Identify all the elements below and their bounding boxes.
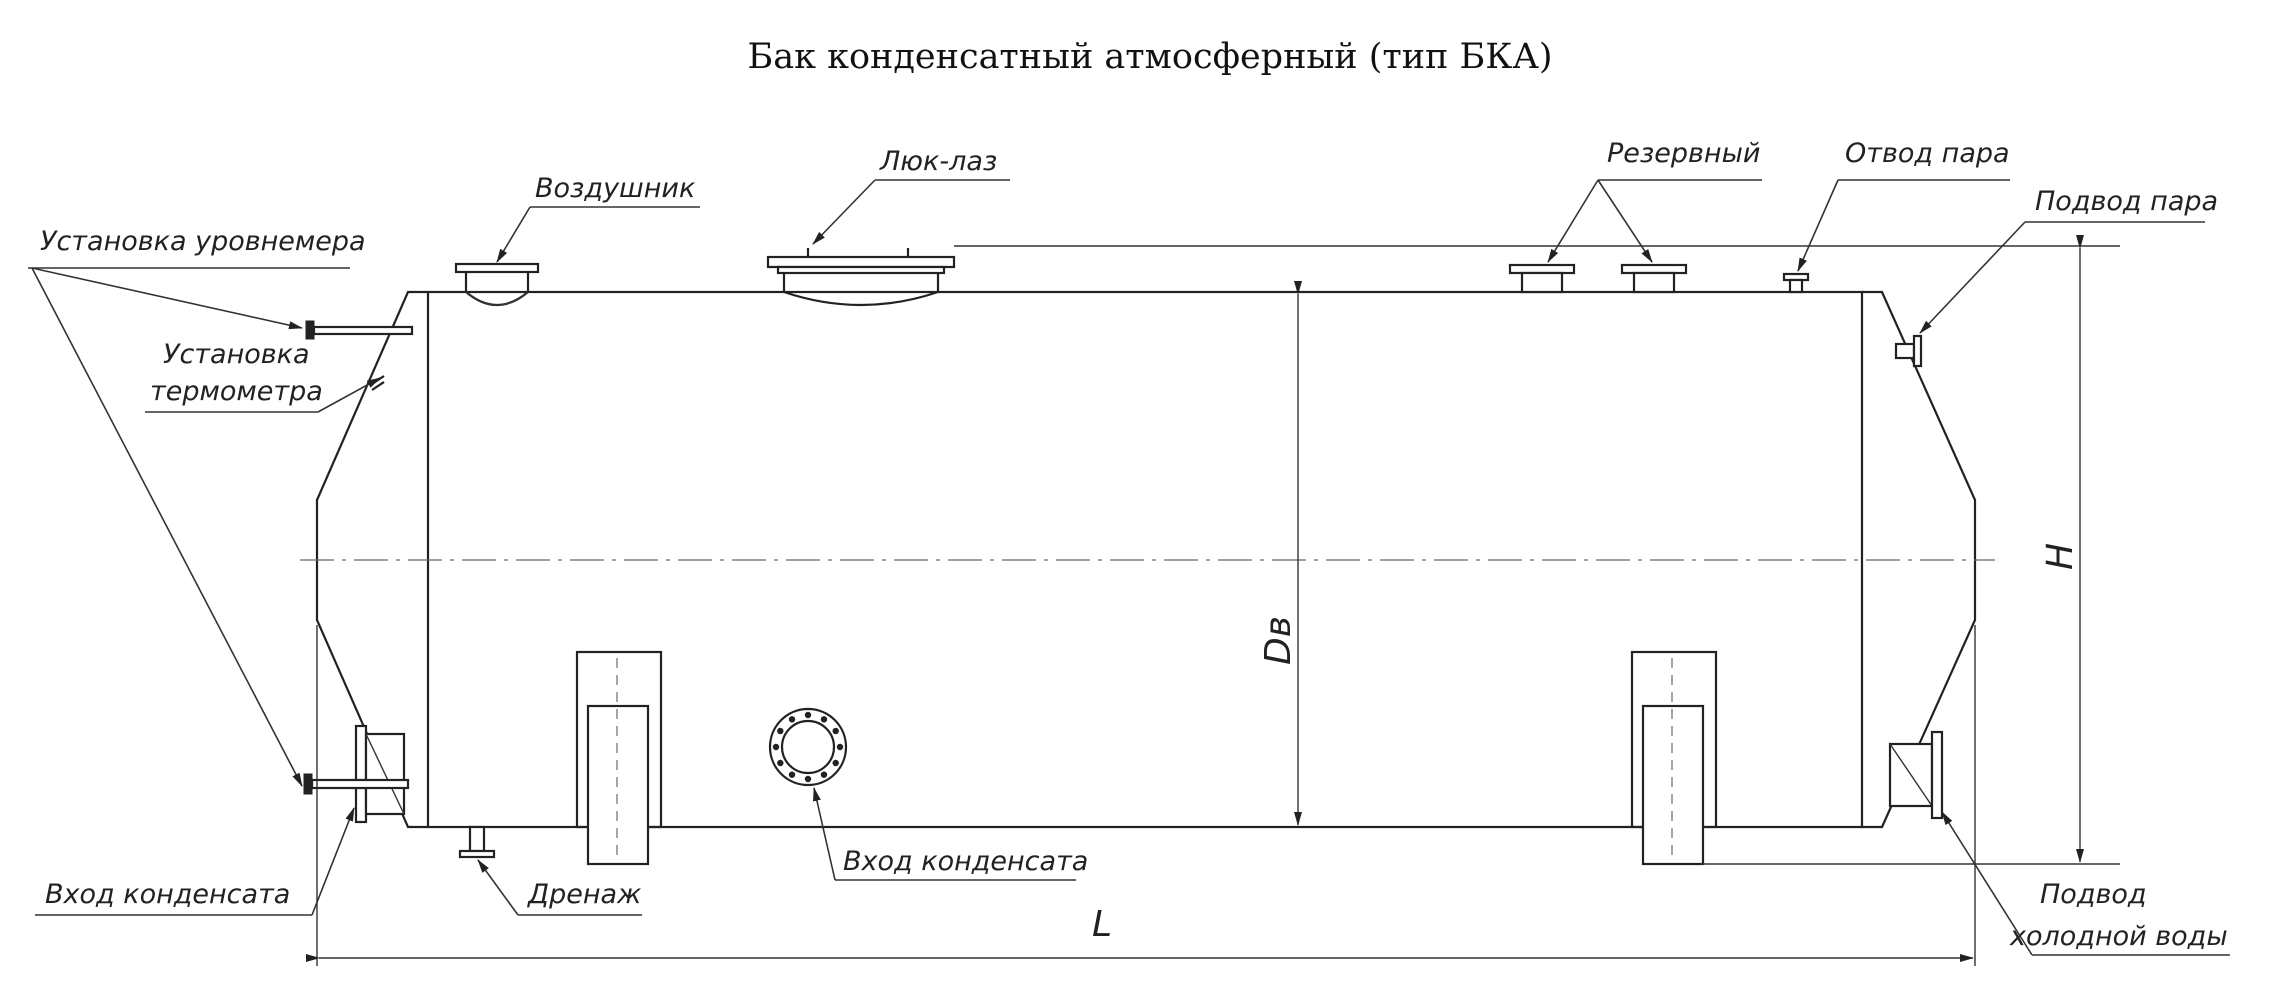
reserve-nozzle-1 <box>1508 263 1576 294</box>
tank-body <box>300 290 1995 829</box>
drain-nozzle <box>458 825 496 859</box>
callout-cold-water: Подвод холодной воды <box>1941 811 2230 956</box>
reserve-label: Резервный <box>1607 138 1760 169</box>
steam-outlet-label: Отвод пара <box>1845 138 2010 169</box>
flange-bolt <box>820 716 828 723</box>
callout-reserve: Резервный <box>1547 138 1762 263</box>
callout-manhole: Люк-лаз <box>812 146 1010 245</box>
condensate-left-label: Вход конденсата <box>45 879 290 910</box>
length-label: L <box>1092 904 1112 945</box>
flange-bolt <box>777 759 784 767</box>
callout-steam-inlet: Подвод пара <box>1919 186 2218 334</box>
manhole-nozzle <box>766 248 956 307</box>
flange-bolt <box>772 743 780 751</box>
drain-label: Дренаж <box>527 879 642 910</box>
flange-bolt <box>804 711 812 719</box>
diameter-label: Dв <box>1258 616 1299 665</box>
air-vent-nozzle <box>454 262 540 306</box>
support-left <box>575 650 663 866</box>
side-flange <box>768 707 848 787</box>
steam-outlet-nozzle <box>1782 272 1810 294</box>
height-label: H <box>2040 543 2081 570</box>
steam-inlet-nozzle <box>1894 334 1923 368</box>
callout-condensate-left: Вход конденсата <box>35 807 355 916</box>
level-gauge-label: Установка уровнемера <box>40 226 366 257</box>
callout-drain: Дренаж <box>477 859 642 916</box>
reserve-nozzle-2 <box>1620 263 1688 294</box>
flange-bolt <box>832 759 839 767</box>
cold-water-inlet <box>1888 730 1944 820</box>
level-gauge-pipe <box>305 320 414 340</box>
callout-steam-outlet: Отвод пара <box>1797 138 2010 272</box>
flange-bolts <box>772 711 844 783</box>
callout-air-vent: Воздушник <box>496 173 700 263</box>
steam-inlet-label: Подвод пара <box>2035 186 2218 217</box>
flange-bolt <box>836 743 844 751</box>
callout-condensate-center: Вход конденсата <box>812 787 1088 881</box>
thermometer-label-line2: термометра <box>150 376 323 407</box>
flange-bolt <box>832 727 839 735</box>
air-vent-label: Воздушник <box>535 173 696 204</box>
flange-bolt <box>820 771 828 778</box>
thermometer-label-line1: Установка <box>163 339 310 370</box>
flange-bolt <box>788 716 796 723</box>
support-right <box>1630 650 1718 866</box>
callout-level-gauge: Установка уровнемера <box>28 226 366 787</box>
cold-water-label-line1: Подвод <box>2040 879 2147 910</box>
cold-water-label-line2: холодной воды <box>2009 921 2228 952</box>
drawing-title: Бак конденсатный атмосферный (тип БКА) <box>748 37 1553 77</box>
flange-bolt <box>788 771 796 778</box>
flange-bolt <box>804 775 812 783</box>
condensate-center-label: Вход конденсата <box>843 846 1088 877</box>
flange-bolt <box>777 727 784 735</box>
callout-thermometer: Установка термометра <box>145 339 381 413</box>
thermometer-pipe <box>371 375 385 391</box>
condensate-inlet-left <box>303 724 410 824</box>
manhole-label: Люк-лаз <box>879 146 997 177</box>
